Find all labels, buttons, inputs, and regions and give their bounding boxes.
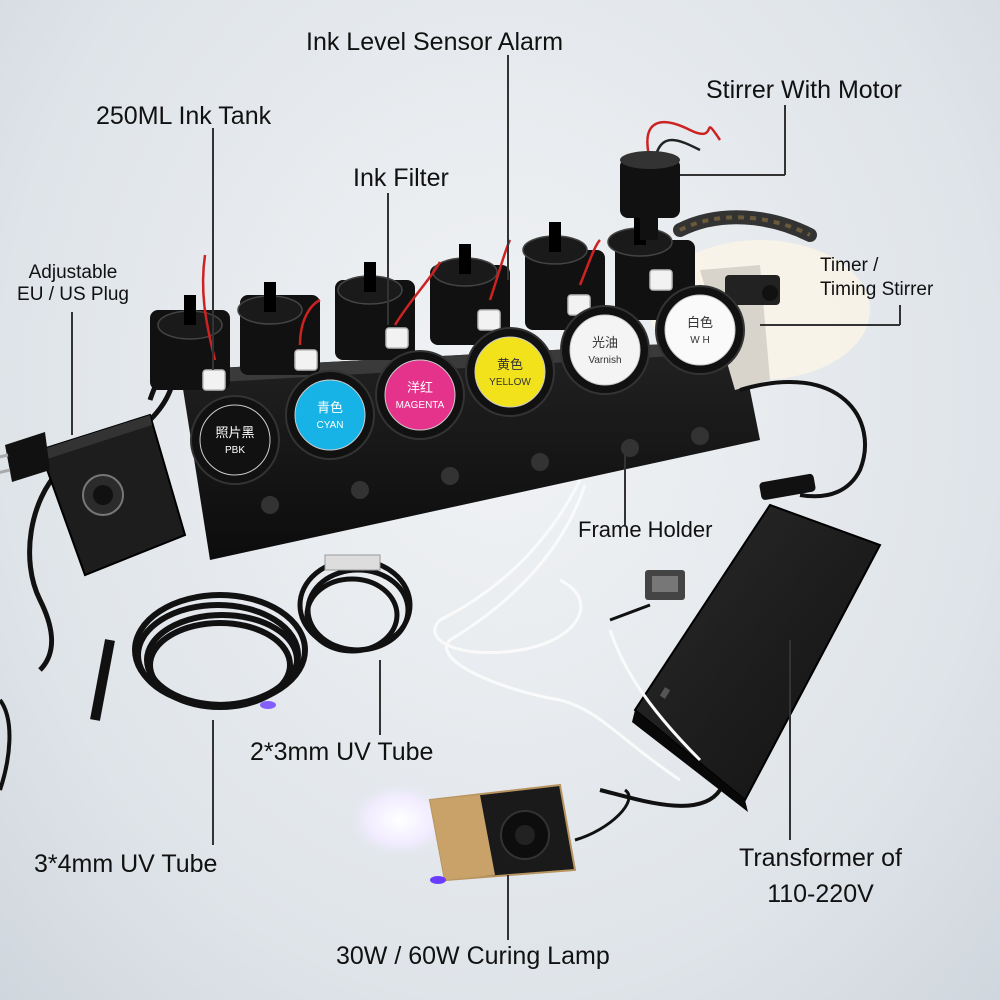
cable-left xyxy=(0,698,12,791)
label-ink-filter: Ink Filter xyxy=(353,164,449,192)
bottle-label-face xyxy=(664,294,736,366)
bottle-label-face xyxy=(474,336,546,408)
white-cables xyxy=(433,479,702,782)
label-stirrer-with-motor: Stirrer With Motor xyxy=(706,76,902,104)
ink-bottle-w-h: 白色 W H xyxy=(655,285,745,375)
bottle-label-en: YELLOW xyxy=(489,377,531,388)
ink-bottle-cyan: 青色 CYAN xyxy=(285,370,375,460)
label-curing-lamp: 30W / 60W Curing Lamp xyxy=(336,942,610,970)
label-adjustable-plug-line1: Adjustable xyxy=(28,262,118,283)
label-timer-line2: Timing Stirrer xyxy=(820,279,934,300)
label-uv-tube-2x3: 2*3mm UV Tube xyxy=(250,738,434,766)
ink-bottle-pbk: 照片黑 PBK xyxy=(190,395,280,485)
ink-bottle-yellow: 黄色 YELLOW xyxy=(465,327,555,417)
ink-bottles: 照片黑 PBK 青色 CYAN 洋红 MAGENTA 黄色 YELLOW 光油 Varnish 白色… xyxy=(190,285,745,485)
curing-lamp xyxy=(345,780,631,884)
bottle-label-en: PBK xyxy=(225,445,245,456)
label-ink-level-sensor-alarm: Ink Level Sensor Alarm xyxy=(306,28,564,56)
bottle-label-en: CYAN xyxy=(316,420,343,431)
ink-bottle-magenta: 洋红 MAGENTA xyxy=(375,350,465,440)
label-timer: Timer / Timing Stirrer xyxy=(820,254,933,302)
bottle-label-cn: 洋红 xyxy=(407,380,433,396)
bottle-label-cn: 黄色 xyxy=(497,357,523,373)
label-transformer-line2: 110-220V xyxy=(767,880,874,908)
limit-switch xyxy=(609,570,685,622)
bottle-label-cn: 光油 xyxy=(592,336,618,351)
bottle-label-face xyxy=(384,359,456,431)
bottle-label-en: Varnish xyxy=(588,355,621,366)
label-uv-tube-3x4: 3*4mm UV Tube xyxy=(34,850,218,878)
label-adjustable-plug-line2: EU / US Plug xyxy=(17,284,129,305)
label-adjustable-plug: Adjustable EU / US Plug xyxy=(14,262,132,306)
stirrer-motor xyxy=(620,121,817,242)
bottle-label-en: MAGENTA xyxy=(396,400,445,411)
uv-tube-3x4mm xyxy=(90,592,308,721)
bottle-label-face xyxy=(569,314,641,386)
transformer-power-supply xyxy=(599,379,882,812)
uv-tube-2x3mm xyxy=(297,554,413,654)
bottle-label-cn: 青色 xyxy=(317,400,343,416)
label-transformer-line1: Transformer of xyxy=(738,844,902,872)
bottle-label-face xyxy=(199,404,271,476)
bottle-label-cn: 照片黑 xyxy=(215,426,254,441)
ink-tank-row xyxy=(150,215,695,391)
eu-us-plug-adapter xyxy=(0,366,187,672)
leader-lines xyxy=(71,55,901,940)
bottle-label-cn: 白色 xyxy=(687,315,713,331)
bottle-label-face xyxy=(294,379,366,451)
ink-bottle-varnish: 光油 Varnish xyxy=(560,305,650,395)
label-timer-line1: Timer / xyxy=(820,255,879,276)
label-ink-tank: 250ML Ink Tank xyxy=(96,102,272,130)
bottle-label-en: W H xyxy=(690,335,709,346)
label-frame-holder: Frame Holder xyxy=(578,517,713,542)
label-transformer: Transformer of 110-220V xyxy=(718,840,923,912)
